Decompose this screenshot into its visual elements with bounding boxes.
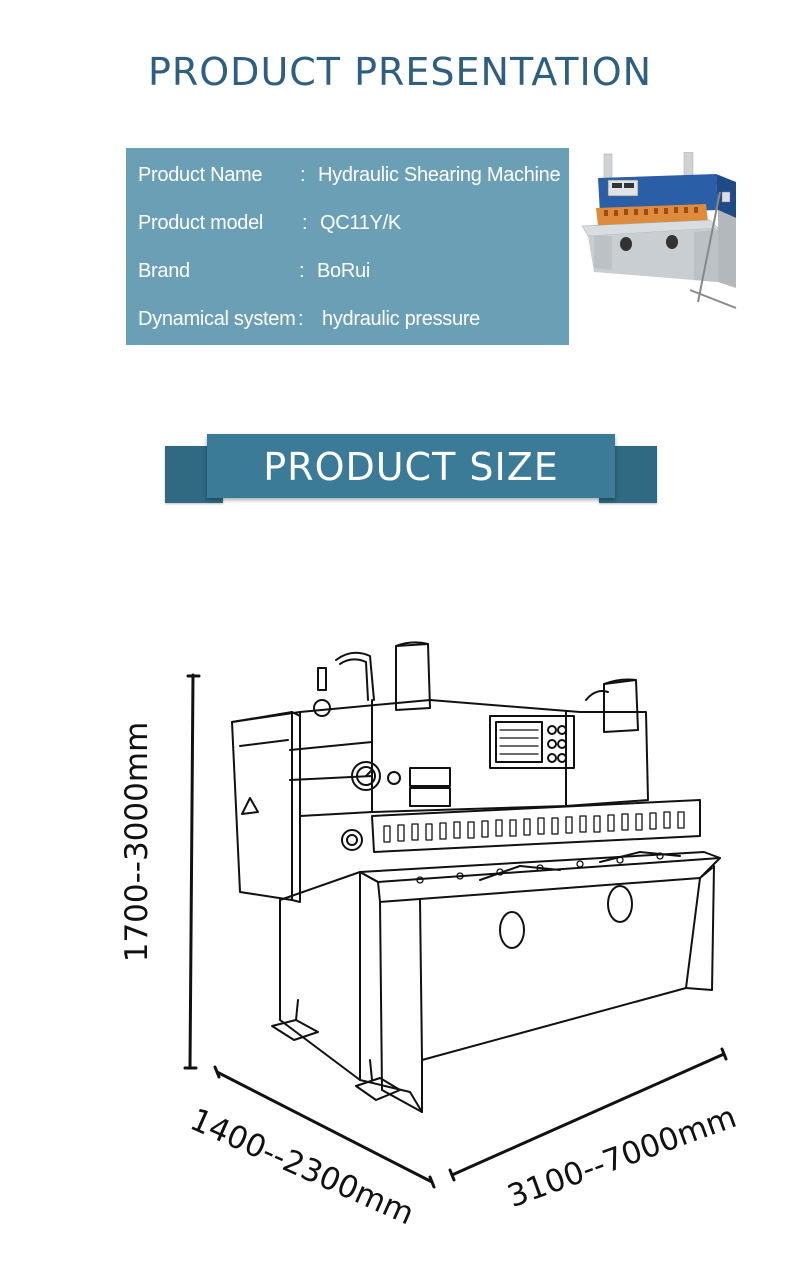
- height-dimension-line: [183, 673, 201, 1070]
- presentation-title: PRODUCT PRESENTATION: [147, 50, 653, 94]
- spec-label: Brand: [138, 260, 190, 282]
- spec-colon: :: [300, 164, 306, 186]
- depth-dimension-line: [213, 1065, 436, 1189]
- spec-colon: :: [299, 260, 305, 282]
- spec-colon: :: [298, 308, 304, 330]
- product-size-banner: PRODUCT SIZE: [165, 434, 657, 504]
- spec-value: BoRui: [317, 260, 370, 282]
- spec-label: Dynamical system: [138, 308, 296, 330]
- product-size-title: PRODUCT SIZE: [207, 434, 615, 498]
- spec-colon: :: [302, 212, 308, 234]
- height-dimension-label: 1700--3000mm: [119, 721, 155, 963]
- spec-value: hydraulic pressure: [322, 308, 481, 330]
- machine-photo: [581, 152, 737, 309]
- spec-value: QC11Y/K: [320, 212, 401, 234]
- spec-label: Product Name: [138, 164, 263, 186]
- machine-dimension-drawing: [183, 641, 728, 1189]
- spec-label: Product model: [138, 212, 264, 234]
- length-dimension-line: [448, 1047, 728, 1182]
- spec-table: Product Name : Hydraulic Shearing Machin…: [126, 148, 569, 345]
- spec-value: Hydraulic Shearing Machine: [318, 164, 561, 186]
